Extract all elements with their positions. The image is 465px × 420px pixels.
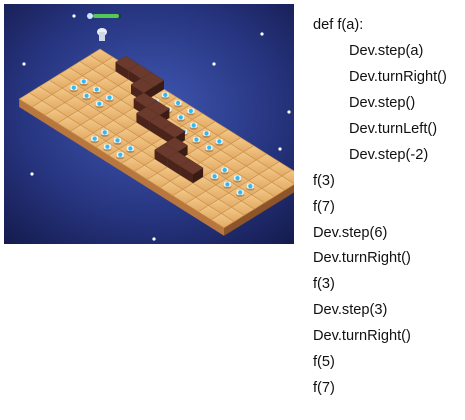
player-body [99, 32, 105, 41]
code-line: f(5) [313, 354, 335, 371]
gem-icon [105, 95, 114, 103]
gem-icon [161, 92, 170, 100]
code-line: Dev.turnRight() [313, 328, 411, 345]
gem-icon [95, 101, 104, 109]
code-line: Dev.step(a) [349, 42, 424, 59]
code-line: f(7) [313, 198, 335, 215]
star-icon [72, 14, 76, 18]
board-front-side [19, 99, 225, 236]
gem-icon [82, 93, 91, 101]
gem-icon [202, 130, 211, 138]
game-board-view [4, 4, 294, 244]
gem-icon [186, 108, 195, 116]
gem-icon [113, 137, 122, 145]
gem-icon [79, 79, 88, 86]
code-panel: def f(a): Dev.step(a) Dev.turnRight() Dev.s… [313, 13, 463, 402]
gem-icon [210, 173, 219, 181]
code-line: def f(a): [313, 17, 364, 33]
gem-icon [236, 189, 245, 197]
code-line: Dev.turnRight() [349, 68, 447, 85]
gem-icon [233, 175, 242, 183]
gem-icon [246, 183, 255, 191]
gem-icon [69, 85, 78, 93]
gem-icon [92, 87, 101, 94]
code-line: Dev.turnRight() [313, 250, 411, 267]
tile [210, 213, 235, 229]
tile [281, 169, 294, 185]
board-objects [69, 55, 255, 197]
star-icon [212, 62, 216, 66]
health-bar-fill [93, 14, 119, 18]
star-icon [152, 237, 156, 241]
player-character[interactable] [97, 28, 107, 41]
star-icon [30, 172, 34, 176]
star-icon [287, 110, 291, 114]
gem-icon [103, 144, 112, 152]
gem-icon [223, 181, 232, 189]
gem-icon [176, 114, 185, 122]
gem-icon [116, 152, 125, 160]
gem-icon [215, 138, 224, 146]
gem-icon [100, 129, 109, 137]
code-line: Dev.turnLeft() [349, 120, 438, 137]
code-line: f(3) [313, 172, 335, 189]
gem-icon [205, 145, 214, 153]
gem-icon [220, 167, 229, 175]
star-icon [22, 62, 26, 66]
star-icon [260, 32, 264, 36]
code-line: Dev.step(3) [313, 302, 388, 319]
code-line: Dev.step(-2) [349, 146, 429, 163]
star-icon [278, 147, 282, 151]
gem-icon [192, 137, 201, 145]
board-right-side [224, 184, 294, 236]
health-bar [87, 13, 121, 19]
gem-icon [126, 146, 135, 153]
code-line: Dev.step() [349, 94, 416, 111]
gem-icon [174, 100, 183, 108]
gem-icon [189, 122, 198, 130]
health-bar-icon [87, 13, 93, 19]
code-line: f(7) [313, 380, 335, 397]
code-line: Dev.step(6) [313, 224, 388, 241]
wall-block [179, 159, 204, 184]
gem-icon [90, 136, 99, 144]
code-line: f(3) [313, 276, 335, 293]
